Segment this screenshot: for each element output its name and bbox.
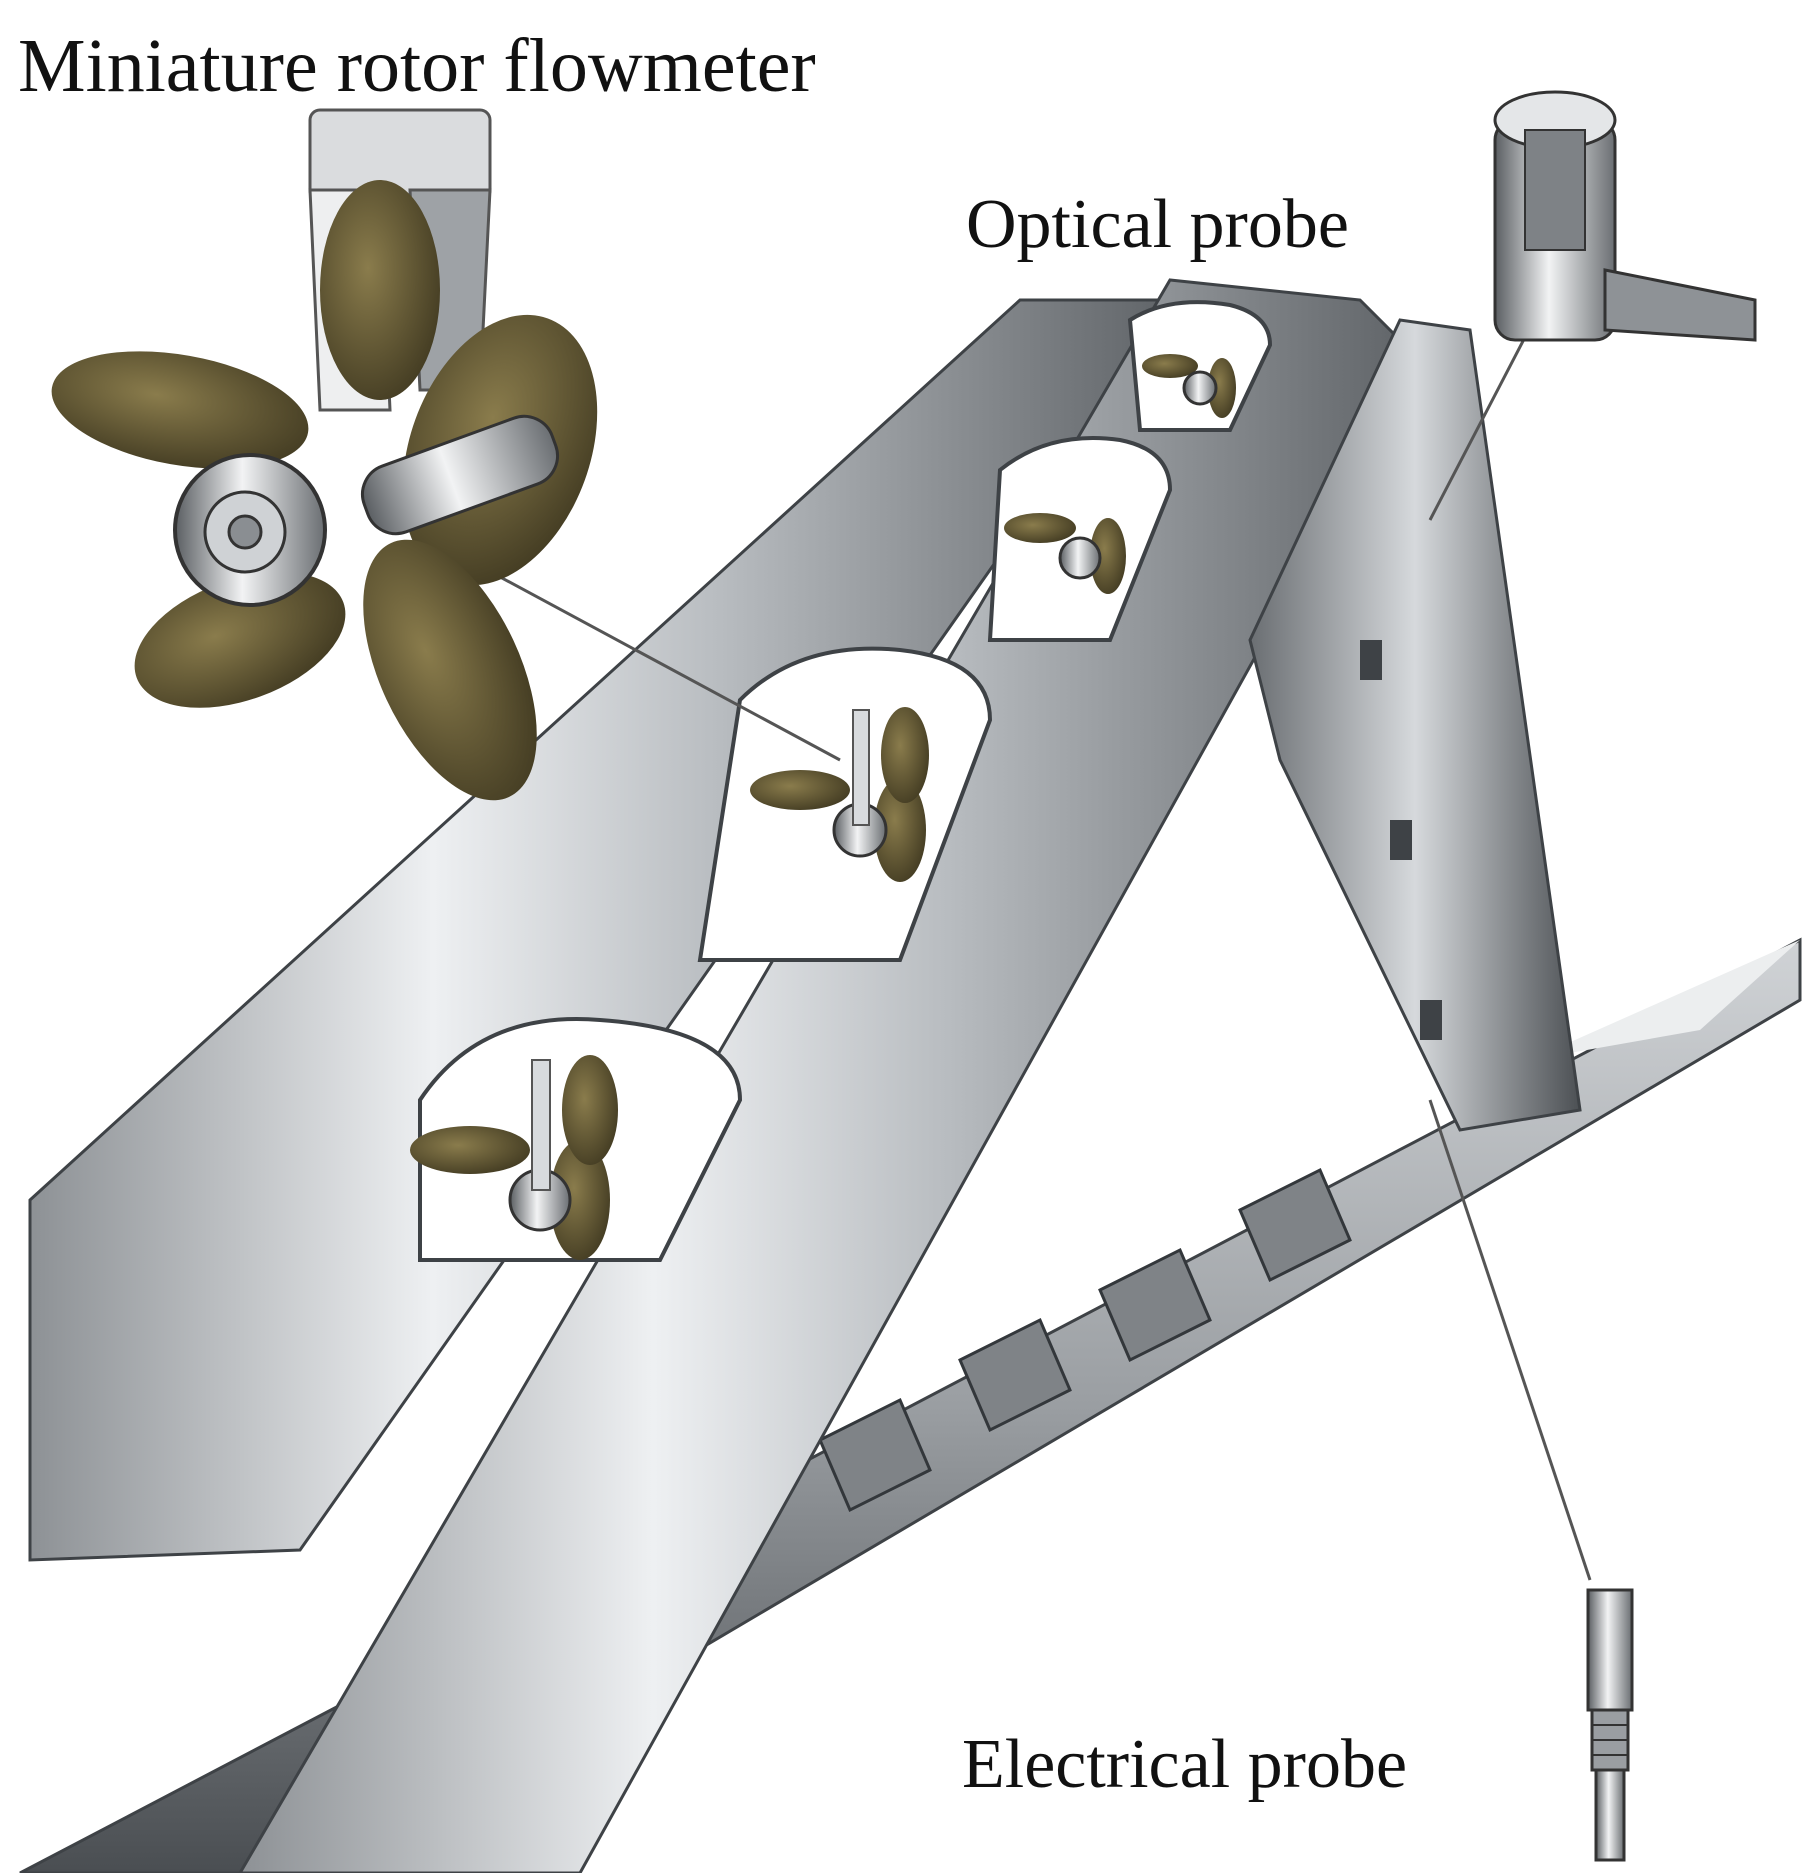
rake-arm-main [238,278,1422,1873]
optical-probe-icon [1493,90,1757,342]
base-pockets [818,1167,1352,1513]
propeller-rotor-icon [51,108,598,801]
arm-window-rotors [410,354,1236,1260]
label-miniature-rotor-flowmeter: Miniature rotor flowmeter [18,24,816,108]
rake-strut-right [1248,318,1582,1132]
label-electrical-probe: Electrical probe [962,1726,1408,1803]
label-optical-probe: Optical probe [966,186,1349,263]
electrical-probe-icon [1586,1588,1634,1862]
